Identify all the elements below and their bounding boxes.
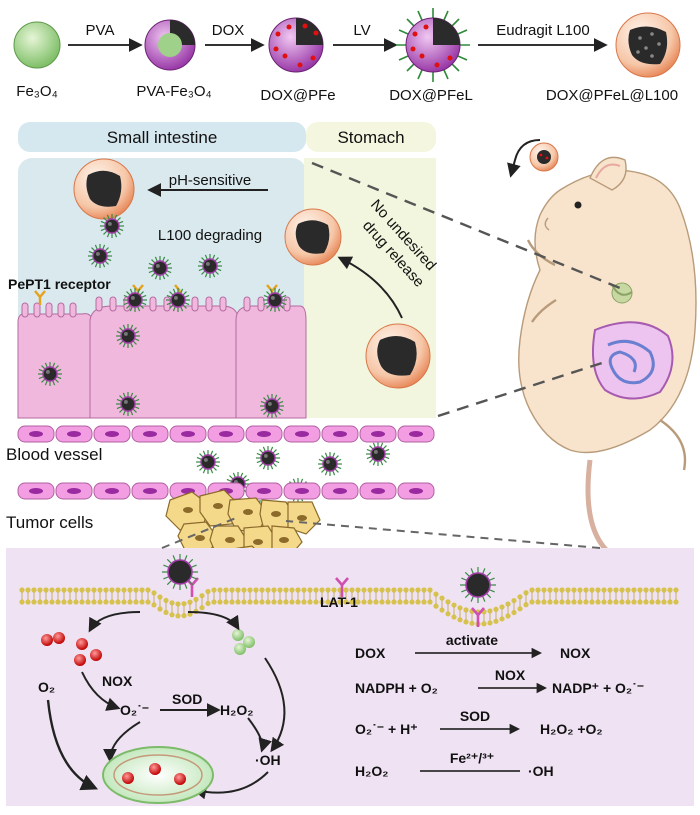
- intact-particle-mid: [284, 208, 342, 266]
- nanoparticle: [100, 214, 124, 238]
- pva-fe3o4-label: PVA-Fe₃O₄: [136, 83, 211, 100]
- eq4-left: H₂O₂: [355, 763, 388, 779]
- intestine-organ: [592, 321, 674, 400]
- dox-pfel-l100-label: DOX@PFeL@L100: [546, 87, 678, 104]
- dox-arrow-label: DOX: [212, 22, 245, 39]
- ros-cycle: O₂ NOX O₂˙⁻ SOD H₂O₂ ·OH: [38, 611, 286, 804]
- eq3-left: O₂˙⁻ + H⁺: [355, 721, 418, 737]
- nanoparticle: [166, 288, 190, 312]
- nanoparticle: [260, 394, 284, 418]
- stomach-header: [306, 122, 436, 152]
- gut-section: Small intestine Stomach pH-sensitive L10…: [8, 122, 439, 419]
- dashed-connector-stomach: [311, 161, 621, 290]
- eq1-right: NOX: [560, 645, 591, 661]
- arrow-o2-to-superoxide: [81, 671, 121, 711]
- eq1-over: activate: [446, 632, 498, 648]
- iron-ions: [232, 629, 255, 655]
- nanoparticle: [148, 256, 172, 280]
- arrow-stomach-transit: [337, 256, 403, 319]
- hydroxyl-label: ·OH: [255, 752, 281, 768]
- blood-vessel: [17, 425, 435, 500]
- ph-sensitive-label: pH-sensitive: [169, 172, 252, 189]
- eq2-right: NADP⁺ + O₂˙⁻: [552, 680, 644, 696]
- lat1-receptor-icon: [335, 577, 349, 597]
- dashed-connector-intestine: [437, 360, 606, 418]
- eq3-right: H₂O₂ +O₂: [540, 721, 603, 737]
- lv-arrow-label: LV: [353, 22, 370, 39]
- arrow-oral-gavage: [507, 139, 541, 178]
- sod-label: SOD: [172, 691, 202, 707]
- dox-pfe-particle: [268, 17, 324, 73]
- nanoparticle: [123, 288, 147, 312]
- eudragit-arrow-label: Eudragit L100: [496, 22, 589, 39]
- nanoparticle: [116, 392, 140, 416]
- eq4-right: ·OH: [528, 763, 554, 779]
- pva-arrow-label: PVA: [86, 22, 115, 39]
- damaged-cell: [102, 746, 214, 804]
- eq1-left: DOX: [355, 645, 386, 661]
- arrow-np-to-o2: [88, 611, 141, 633]
- l100-degrading-label: L100 degrading: [158, 227, 262, 244]
- blood-vessel-label: Blood vessel: [6, 445, 102, 464]
- dox-pfe-label: DOX@PFe: [260, 87, 335, 104]
- membrane-nanoparticle: [162, 554, 198, 590]
- equation-1: DOX activate NOX: [355, 632, 591, 661]
- nox-label: NOX: [102, 673, 133, 689]
- o2-label: O₂: [38, 679, 55, 695]
- stomach-label: Stomach: [337, 128, 404, 147]
- equation-3: O₂˙⁻ + H⁺ SOD H₂O₂ +O₂: [355, 708, 603, 737]
- degrading-particle: [73, 158, 135, 220]
- eq2-left: NADPH + O₂: [355, 680, 438, 696]
- membrane-nanoparticle: [460, 567, 496, 603]
- nanoparticle: [198, 254, 222, 278]
- small-intestine-label: Small intestine: [107, 128, 218, 147]
- mouse-illustration: [507, 139, 697, 648]
- dox-pfel-particle: [396, 8, 470, 82]
- equation-4: H₂O₂ Fe²⁺/³⁺ ·OH: [355, 750, 554, 779]
- arrow-h2o2-to-oh: [247, 717, 272, 753]
- tumor-cells-label: Tumor cells: [6, 513, 93, 532]
- mouse-pill: [529, 142, 559, 172]
- arrow-o2-to-cell: [46, 699, 99, 791]
- equations: DOX activate NOX NADPH + O₂ NOX NADP⁺ + …: [355, 632, 644, 779]
- arrow-superoxide-to-cell: [103, 721, 141, 763]
- fe3o4-particle: [13, 21, 61, 69]
- lat1-receptor-icon: [471, 607, 485, 627]
- vessel-wall-top: [17, 425, 435, 443]
- eq3-over: SOD: [460, 708, 490, 724]
- dox-pfel-label: DOX@PFeL: [389, 87, 473, 104]
- lat1-label: LAT-1: [320, 594, 358, 610]
- zoom-line-right: [285, 520, 601, 549]
- nanoparticle: [256, 446, 280, 470]
- dox-pfel-l100-particle: [615, 12, 681, 78]
- nanoparticle: [38, 362, 62, 386]
- arrow-fe-to-oh: [264, 657, 286, 753]
- h2o2-label: H₂O₂: [220, 702, 253, 718]
- intact-particle-stomach: [365, 323, 431, 389]
- nanoparticle: [263, 288, 287, 312]
- small-intestine-header: [18, 122, 306, 152]
- nanoparticle: [116, 324, 140, 348]
- eq4-over: Fe²⁺/³⁺: [450, 750, 494, 766]
- nanoparticle: [196, 450, 220, 474]
- arrow-np-to-fe: [187, 611, 240, 631]
- pva-fe3o4-particle: [144, 19, 196, 71]
- synthesis-row: Fe₃O₄ PVA PVA-Fe₃O₄ DOX DOX@PFe LV: [13, 8, 681, 104]
- eq2-over: NOX: [495, 667, 526, 683]
- cell-membrane: [19, 554, 679, 627]
- nanoparticle: [88, 244, 112, 268]
- mechanism-panel: LAT-1 O₂ NOX O₂˙⁻ SOD H₂O₂ ·OH: [6, 517, 694, 806]
- equation-2: NADPH + O₂ NOX NADP⁺ + O₂˙⁻: [355, 667, 644, 696]
- nanoparticle: [318, 452, 342, 476]
- superoxide-label: O₂˙⁻: [120, 702, 149, 718]
- nanoparticle: [366, 442, 390, 466]
- fe3o4-label: Fe₃O₄: [16, 83, 57, 100]
- pept1-receptor-label: PePT1 receptor: [8, 276, 111, 292]
- oxygen-molecules: [41, 632, 102, 666]
